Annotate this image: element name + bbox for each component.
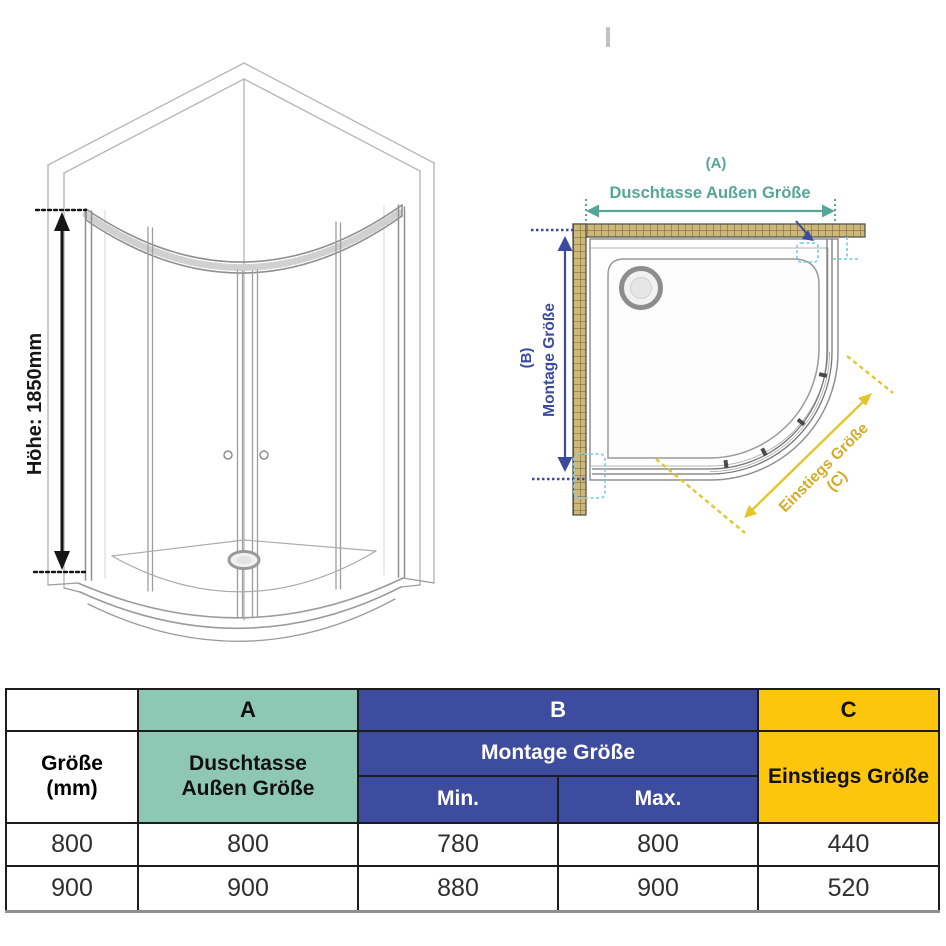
wall-left <box>572 223 587 516</box>
dim-a-tag: (A) <box>706 155 727 172</box>
height-dimension-label: Höhe: 1850mm <box>25 333 46 475</box>
a-value: 900 <box>137 865 359 913</box>
tray-floor <box>111 539 377 593</box>
door-knob-left <box>223 450 233 460</box>
c-value: 520 <box>757 865 941 913</box>
b-header-cell: Montage Größe <box>356 730 760 777</box>
b-max-value: 800 <box>556 822 760 867</box>
dim-c-arrow <box>655 355 894 534</box>
top-tick-mark <box>606 27 610 47</box>
a-value: 800 <box>137 822 359 867</box>
wall-outline <box>47 62 435 621</box>
dim-b-arrow <box>531 228 586 481</box>
b-min-value: 780 <box>357 822 559 867</box>
size-spec-table: A B C Größe (mm) Duschtasse Außen Größe … <box>5 688 941 913</box>
size-header-line2: (mm) <box>46 777 98 800</box>
min-header-cell: Min. <box>357 775 559 824</box>
a-header-cell: Duschtasse Außen Größe <box>137 730 359 824</box>
table-row: 800 800 780 800 440 <box>5 822 941 867</box>
door-track <box>592 239 833 475</box>
table-row: 900 900 880 900 520 <box>5 865 941 913</box>
header-row-1: Größe (mm) Duschtasse Außen Größe Montag… <box>5 730 941 824</box>
size-value: 800 <box>5 822 139 867</box>
c-header-cell: Einstiegs Größe <box>757 730 941 824</box>
max-header-cell: Max. <box>556 775 760 824</box>
col-header-b: B <box>356 688 760 732</box>
top-rail <box>82 204 406 274</box>
dim-b-label: Montage Größe <box>541 303 558 417</box>
detail-markers <box>573 237 859 499</box>
wall-top <box>572 223 866 238</box>
tray-base <box>47 577 435 642</box>
drain-front-inner <box>236 555 252 565</box>
frame-posts <box>84 204 406 581</box>
corner-pointer-arrow <box>795 220 814 241</box>
b-min-value: 880 <box>357 865 559 913</box>
door-knob-right <box>259 450 269 460</box>
size-header-cell: Größe (mm) <box>5 730 139 824</box>
b-max-value: 900 <box>556 865 760 913</box>
door-rollers <box>723 372 828 469</box>
drain-plan-inner <box>630 277 652 299</box>
plan-view-drawing: (A) Duschtasse Außen Größe <box>518 155 894 534</box>
dim-b-tag: (B) <box>518 348 535 369</box>
column-letter-row: A B C <box>5 688 941 732</box>
col-header-a: A <box>137 688 359 732</box>
a-header-line1: Duschtasse <box>189 752 307 776</box>
dim-a-label: Duschtasse Außen Größe <box>609 184 810 202</box>
c-value: 440 <box>757 822 941 867</box>
corner-cell <box>5 688 139 732</box>
col-header-c: C <box>757 688 941 732</box>
a-header-line2: Außen Größe <box>181 777 315 800</box>
header-row-2: Min. Max. <box>6 775 939 824</box>
size-header-line1: Größe <box>41 752 103 776</box>
front-view-drawing: Höhe: 1850mm <box>25 62 435 642</box>
size-value: 900 <box>5 865 139 913</box>
height-dimension <box>32 208 88 574</box>
